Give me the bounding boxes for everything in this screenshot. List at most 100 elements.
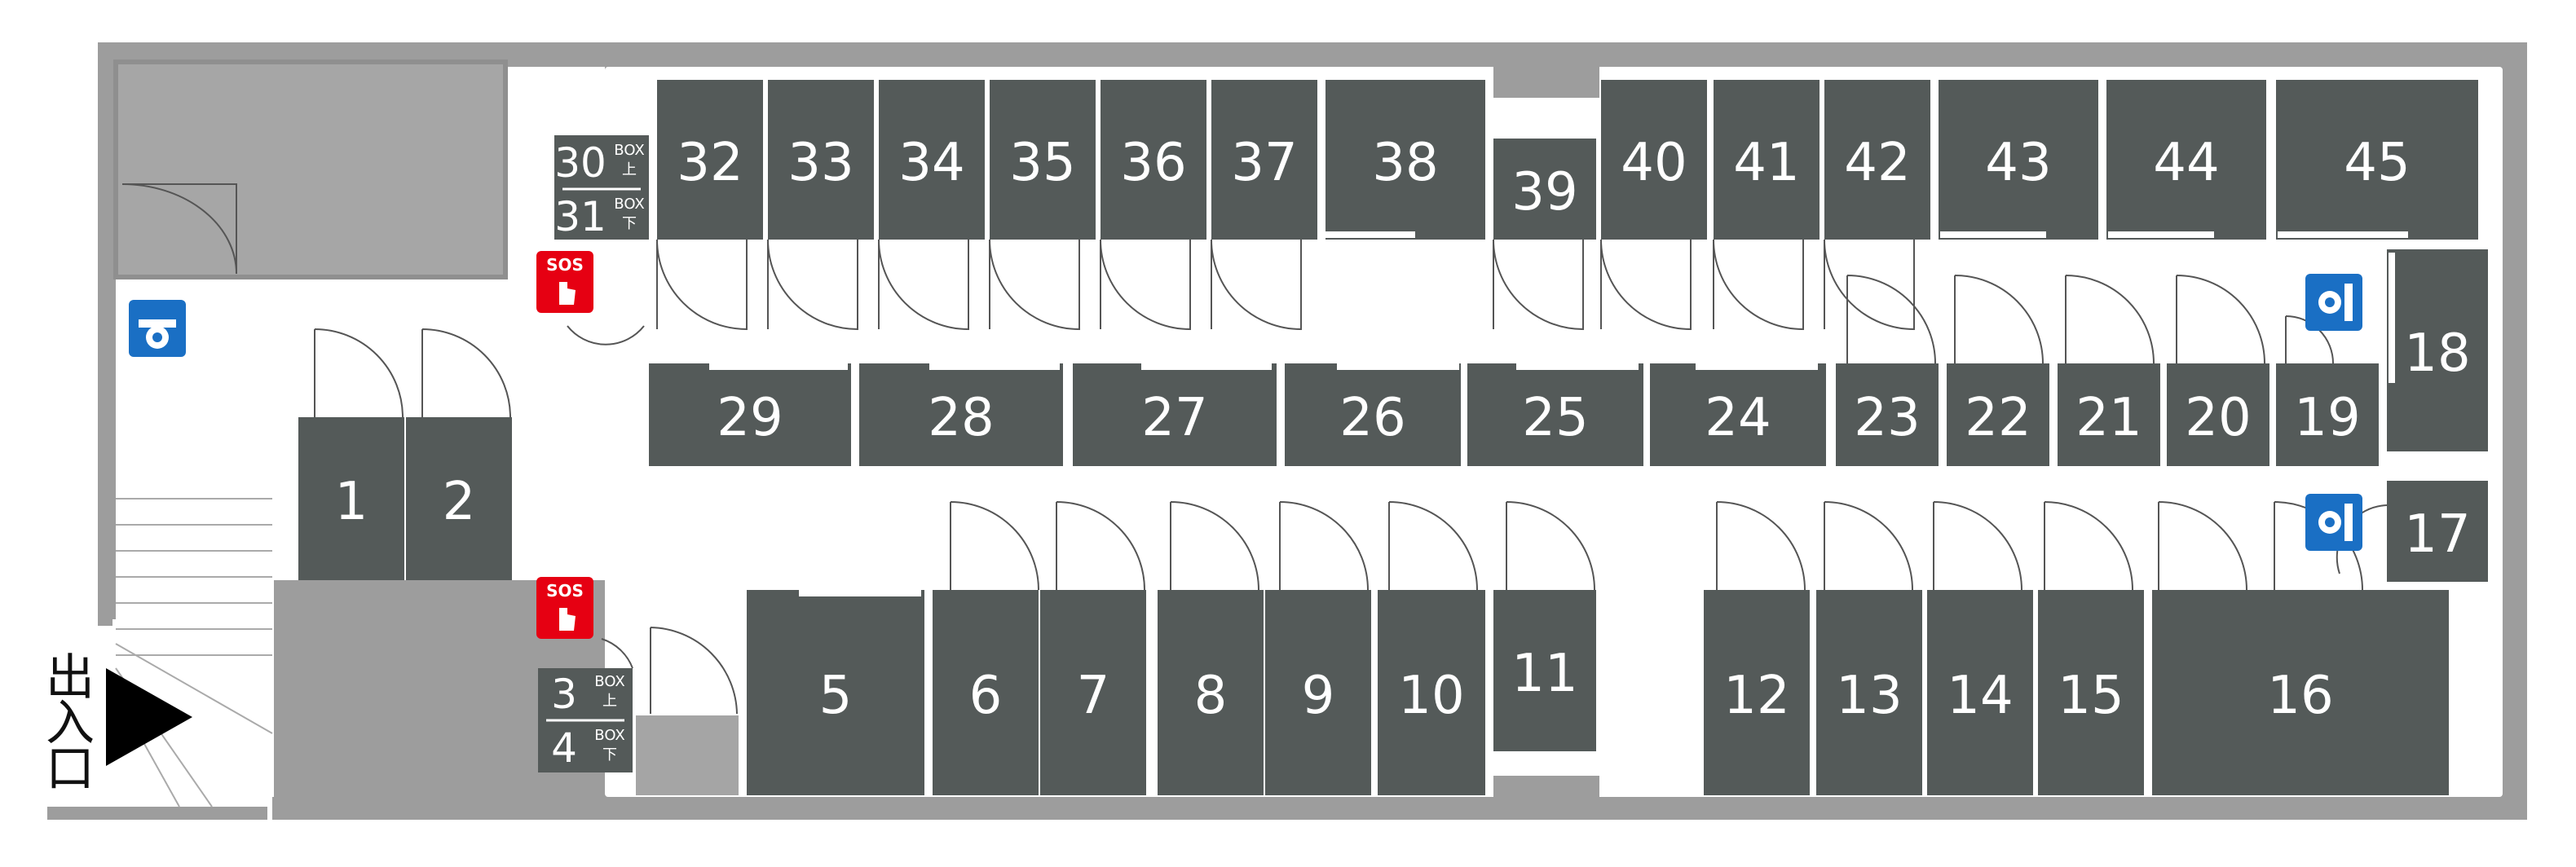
unit-shelf	[1696, 363, 1818, 370]
unit-39: 39	[1493, 139, 1596, 240]
unit-number: 13	[1836, 666, 1902, 726]
door-swing	[601, 638, 633, 669]
door-swing	[989, 239, 1080, 331]
box-unit-30-31: 30 BOX 上 31 BOX 下	[554, 135, 649, 240]
unit-9: 9	[1265, 590, 1371, 795]
unit-shelf	[2108, 231, 2214, 238]
unit-number: 20	[2185, 388, 2251, 448]
door-swing	[656, 239, 748, 331]
storage-door	[121, 183, 237, 275]
unit-19: 19	[2276, 363, 2379, 466]
unit-box	[1650, 363, 1826, 466]
unit-box	[1467, 363, 1643, 466]
unit-20: 20	[2167, 363, 2269, 466]
unit-6: 6	[933, 590, 1039, 795]
unit-18: 18	[2387, 249, 2488, 451]
unit-21: 21	[2058, 363, 2160, 466]
door-swing	[567, 325, 645, 345]
door-swing	[950, 501, 1039, 591]
unit-1: 1	[298, 417, 404, 580]
unit-box	[1158, 590, 1264, 795]
box-label-3: BOX	[594, 673, 624, 690]
unit-box	[649, 363, 851, 466]
unit-shelf	[2389, 253, 2395, 383]
door-swing	[1824, 501, 1913, 591]
unit-number: 12	[1723, 666, 1789, 726]
unit-box	[2167, 363, 2269, 466]
unit-box	[1378, 590, 1485, 795]
unit-number: 17	[2404, 504, 2470, 565]
entrance-arrow-icon	[106, 668, 192, 766]
unit-41: 41	[1714, 80, 1820, 240]
unit-box	[1040, 590, 1146, 795]
unit-16: 16	[2152, 590, 2449, 795]
door-swing	[1056, 501, 1145, 591]
door-swing	[1824, 239, 1915, 331]
security-camera-icon	[2305, 494, 2362, 551]
unit-box	[768, 80, 874, 240]
unit-number: 11	[1511, 644, 1577, 704]
entrance: 出 入 口	[46, 649, 192, 798]
unit-box	[1824, 80, 1930, 240]
unit-22: 22	[1947, 363, 2049, 466]
box-number-31: 31	[554, 193, 607, 240]
unit-number: 29	[717, 388, 783, 448]
unit-27: 27	[1073, 363, 1277, 466]
door-swing	[1279, 501, 1369, 591]
unit-number: 25	[1522, 388, 1588, 448]
unit-box	[1704, 590, 1810, 795]
unit-12: 12	[1704, 590, 1810, 795]
door-swing	[1100, 239, 1191, 331]
door-swing	[1493, 239, 1584, 331]
unit-shelf	[1141, 363, 1272, 370]
sos-alarm-icon: SOS	[536, 251, 593, 313]
unit-25: 25	[1467, 363, 1643, 466]
entrance-char-3: 口	[46, 741, 95, 798]
box-lower-4: 下	[602, 746, 617, 764]
unit-11: 11	[1493, 590, 1596, 751]
box-upper-30: 上	[622, 161, 637, 178]
unit-number: 42	[1844, 133, 1910, 193]
unit-box	[2276, 363, 2379, 466]
door-swing	[1388, 501, 1478, 591]
unit-7: 7	[1040, 590, 1146, 795]
unit-shelf	[2278, 231, 2408, 238]
unit-33: 33	[768, 80, 874, 240]
unit-box	[1211, 80, 1317, 240]
entrance-char-2: 入	[46, 695, 95, 752]
unit-box	[2058, 363, 2160, 466]
unit-number: 41	[1733, 133, 1799, 193]
door-swing	[1716, 501, 1806, 591]
unit-44: 44	[2106, 80, 2266, 240]
unit-box	[1073, 363, 1277, 466]
unit-36: 36	[1101, 80, 1206, 240]
unit-box	[1927, 590, 2033, 795]
unit-number: 6	[969, 666, 1003, 726]
box-unit-3-4: 3 BOX 上 4 BOX 下	[538, 668, 633, 772]
unit-number: 10	[1398, 666, 1464, 726]
unit-29: 29	[649, 363, 851, 466]
unit-box	[2276, 80, 2478, 240]
unit-box	[1325, 80, 1485, 240]
unit-37: 37	[1211, 80, 1317, 240]
unit-box	[1493, 590, 1596, 751]
door-swing	[2065, 275, 2155, 364]
door-swing	[878, 239, 969, 331]
unit-number: 16	[2267, 666, 2333, 726]
unit-number: 9	[1302, 666, 1335, 726]
unit-40: 40	[1601, 80, 1707, 240]
unit-number: 36	[1120, 133, 1186, 193]
unit-box	[2038, 590, 2144, 795]
unit-17: 17	[2387, 481, 2488, 582]
unit-number: 24	[1705, 388, 1771, 448]
unit-14: 14	[1927, 590, 2033, 795]
unit-number: 21	[2075, 388, 2142, 448]
unit-box	[879, 80, 985, 240]
sos-label: SOS	[546, 255, 584, 275]
unit-number: 28	[928, 388, 994, 448]
box-lower-31: 下	[622, 215, 637, 232]
door-swing	[421, 328, 511, 418]
unit-5: 5	[747, 590, 924, 795]
box-label-31: BOX	[614, 196, 644, 213]
